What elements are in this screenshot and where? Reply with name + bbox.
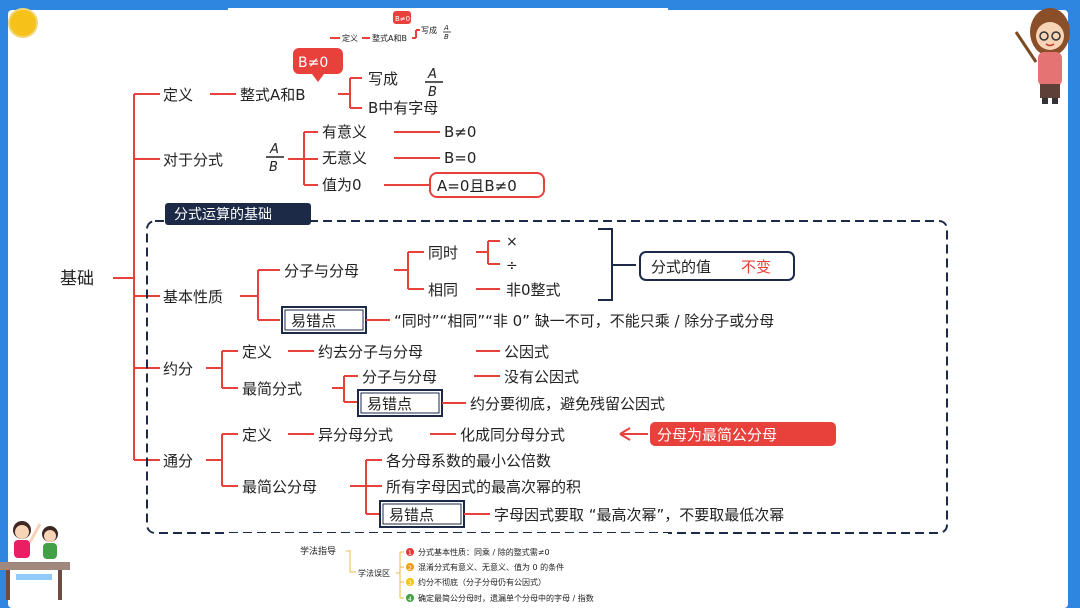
root-label: 基础 [60, 269, 94, 289]
jbxz-ycd: 易错点 [291, 312, 336, 330]
bottom-item-3: 约分不彻底（分子分母仍有公因式） [418, 577, 546, 587]
jbxz-div: ÷ [506, 258, 518, 274]
tf-zjgfm: 最简公分母 [242, 478, 317, 496]
ycd-box-3 [379, 500, 465, 528]
branch-basic-property: 基本性质 分子与分母 同时 × ÷ 相同 非0整式 分式的值 不变 易错点 “同… [163, 228, 795, 334]
dyfs-zw0-c: A=0且B≠0 [437, 177, 517, 195]
tf-ycd: 易错点 [389, 506, 434, 524]
def-frac-num: A [427, 67, 437, 82]
ycd-box-1 [281, 306, 367, 334]
def-xc: 写成 [368, 70, 398, 88]
def-bzy: B中有字母 [368, 99, 438, 117]
dyfs-wyy-c: B=0 [444, 149, 476, 167]
jbxz-result-a: 分式的值 [651, 258, 711, 276]
yf-mygys: 没有公因式 [504, 368, 579, 386]
bne-badge [293, 48, 343, 74]
jbxz-xt: 相同 [428, 281, 458, 299]
jbxz-fzyfm: 分子与分母 [284, 262, 359, 280]
def-frac-den: B [428, 85, 437, 100]
yf-zjfs: 最简分式 [242, 380, 302, 398]
jbxz-label: 基本性质 [163, 288, 223, 306]
section-box [146, 220, 948, 534]
bottom-item-2: 混淆分式有意义、无意义、值为 0 的条件 [418, 562, 564, 572]
section-tag: 分式运算的基础 [174, 206, 272, 223]
dyfs-wyy: 无意义 [322, 149, 367, 167]
def-label: 定义 [163, 86, 193, 104]
yf-ggs: 公因式 [504, 343, 549, 361]
def-bne: B≠0 [298, 55, 328, 71]
branch-fraction-conditions: 对于分式 A B 有意义 B≠0 无意义 B=0 值为0 A=0且B≠0 [163, 123, 545, 198]
dyfs-frac-den: B [269, 160, 278, 175]
section-tag-bg [165, 203, 311, 225]
tf-label: 通分 [163, 452, 193, 470]
mini-bne: B≠0 [395, 15, 410, 23]
slide-frame [8, 10, 1068, 608]
yf-label: 约分 [163, 360, 193, 378]
dyfs-label: 对于分式 [163, 151, 223, 169]
yf-ycd-text: 约分要彻底，避免残留公因式 [470, 395, 665, 413]
bottom-item-1: 分式基本性质：同乘 / 除的整式需≠0 [418, 547, 550, 557]
bottom-notes: 学法指导 学法误区 1 分式基本性质：同乘 / 除的整式需≠0 2 混淆分式有意… [228, 533, 668, 608]
jbxz-ycd-text: “同时”“相同”“非 0” 缺一不可，不能只乘 / 除分子或分母 [394, 312, 774, 330]
tf-i1: 各分母系数的最小公倍数 [386, 452, 551, 470]
mini-xc: 写成 [421, 25, 437, 35]
result-box [639, 251, 795, 281]
ycd-box-2 [357, 389, 443, 417]
bottom-xfwq: 学法误区 [358, 568, 390, 578]
tf-yfmfs: 异分母分式 [318, 426, 393, 444]
branch-common-denominator: 通分 定义 异分母分式 化成同分母分式 分母为最简公分母 最简公分母 各分母系数… [163, 422, 836, 528]
yf-dy: 定义 [242, 343, 272, 361]
jbxz-f0: 非0整式 [506, 281, 561, 299]
badge-2 [406, 563, 414, 571]
svg-text:2: 2 [408, 565, 412, 572]
dyfs-frac-num: A [269, 142, 279, 157]
tf-hcfs: 化成同分母分式 [460, 426, 565, 444]
def-zs: 整式A和B [240, 86, 306, 104]
svg-text:1: 1 [408, 550, 412, 557]
yf-ycd: 易错点 [367, 395, 412, 413]
svg-text:4: 4 [408, 596, 412, 603]
tf-highlight-box [650, 422, 836, 446]
bottom-item-4: 确定最简公分母时，遗漏单个分母中的字母 / 指数 [418, 593, 594, 603]
badge-1 [406, 548, 414, 556]
bottom-xfzd: 学法指导 [300, 545, 336, 557]
teacher-illustration-icon [1014, 8, 1070, 104]
branch-reduction: 约分 定义 约去分子与分母 公因式 最简分式 分子与分母 没有公因式 易错点 约… [163, 343, 665, 417]
jbxz-result-b: 不变 [741, 258, 771, 276]
mini-def: 定义 [342, 33, 358, 43]
corner-dot-icon [8, 8, 38, 38]
dyfs-zw0: 值为0 [322, 176, 362, 194]
branch-definition: 定义 整式A和B B≠0 写成 A B B中有字母 [163, 48, 443, 117]
tf-i2: 所有字母因式的最高次幂的积 [386, 478, 581, 496]
jbxz-mul: × [506, 234, 518, 250]
mini-frac-num: A [443, 24, 449, 32]
top-strip [228, 8, 668, 44]
badge-4 [406, 594, 414, 602]
top-mini-map: 定义 整式A和B B≠0 写成 A B [330, 11, 451, 43]
students-illustration-icon [0, 521, 70, 600]
mini-frac-den: B [444, 33, 449, 41]
mini-zs: 整式A和B [372, 33, 407, 43]
svg-text:3: 3 [408, 580, 412, 587]
jbxz-ts: 同时 [428, 244, 458, 262]
yf-fzyfm: 分子与分母 [362, 368, 437, 386]
dyfs-yyy: 有意义 [322, 123, 367, 141]
badge-3 [406, 578, 414, 586]
yf-def-text: 约去分子与分母 [318, 343, 423, 361]
tf-hl: 分母为最简公分母 [657, 426, 777, 444]
dyfs-yyy-c: B≠0 [444, 123, 476, 141]
zw0-box [429, 172, 545, 198]
tf-ycd-text: 字母因式要取 “最高次幂”，不要取最低次幂 [494, 506, 784, 524]
tf-dy: 定义 [242, 426, 272, 444]
